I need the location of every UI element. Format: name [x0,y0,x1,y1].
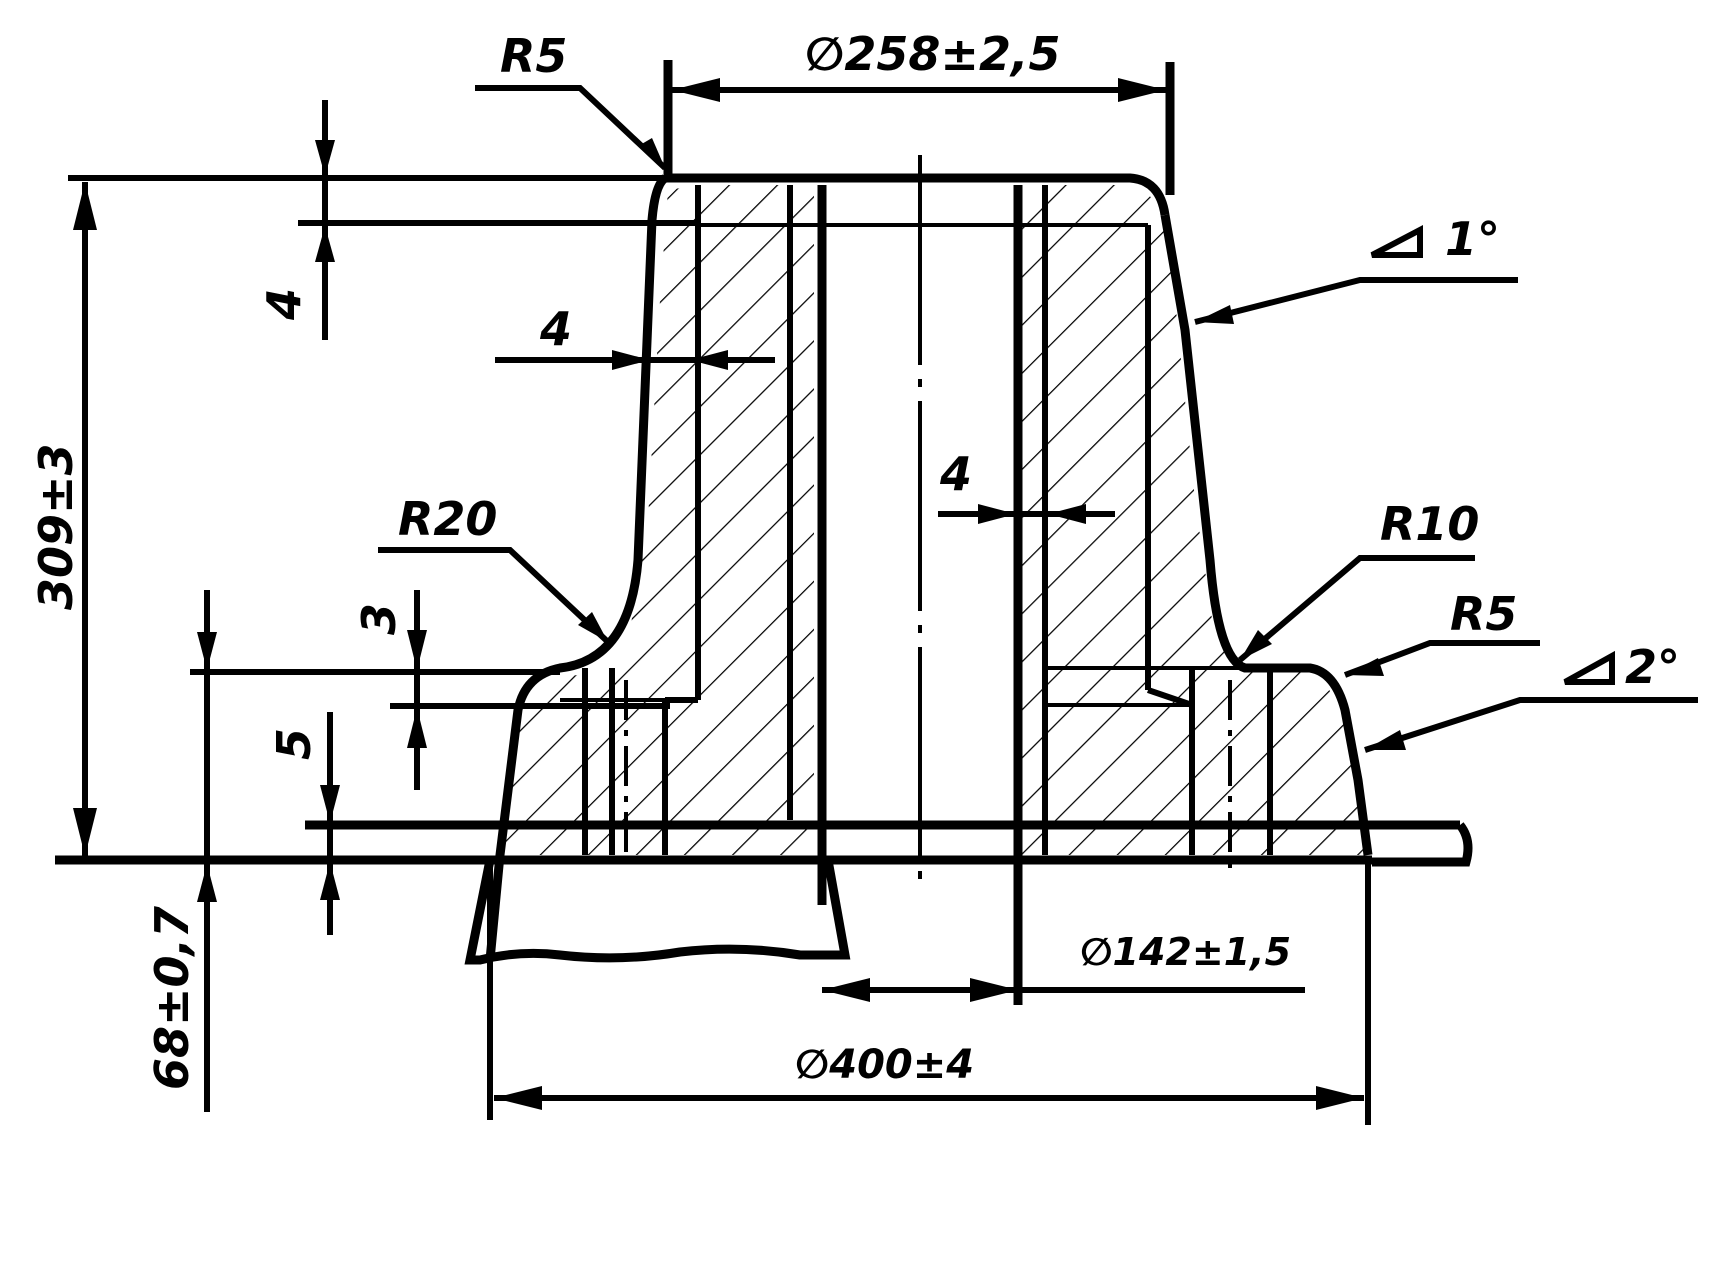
leader-r20: R20 [378,492,611,645]
allow-flange-bottom-label: 5 [267,728,321,760]
dim-dia-top-label: ∅258±2,5 [805,27,1060,81]
taper-triangle-icon [1370,225,1423,258]
dim-allow-top: 4 [257,100,335,340]
hatched-section-right [1018,185,1370,855]
dim-dia-mid-label: ∅142±1,5 [1080,930,1291,974]
dim-allow-flange-bottom: 5 [267,712,340,935]
leader-taper-flange: 2° [1364,640,1698,753]
taper-top-label: 1° [1445,212,1500,266]
height-flange-label: 68±0,7 [145,906,199,1090]
dim-dia-mid: ∅142±1,5 [822,930,1305,1002]
radius-top-left-label: R5 [500,29,567,83]
leader-r10: R10 [1238,497,1479,663]
hatched-section-left [500,185,814,855]
dim-height-flange: 68±0,7 [145,590,217,1112]
dim-dia-bottom-label: ∅400±4 [795,1042,974,1088]
height-total-label: 309±3 [29,443,83,610]
part-contour [560,185,1312,870]
allow-flange-top-label: 3 [352,603,406,635]
dim-dia-top: ∅258±2,5 [663,27,1175,195]
taper-triangle-icon-2 [1563,650,1615,685]
allow-left-wall-label: 4 [539,302,572,356]
dim-dia-bottom: ∅400±4 [487,860,1371,1125]
radius-left-label: R20 [398,492,497,546]
taper-flange-label: 2° [1625,640,1680,694]
base-lines [55,175,1473,867]
leader-taper-top: 1° [1194,212,1518,325]
radius-right-label: R10 [1380,497,1479,551]
leader-r5-top: R5 [475,29,668,171]
leader-r5-flange: R5 [1343,587,1540,678]
dim-allow-flange-top: 3 [352,590,427,790]
break-section [464,859,851,965]
dim-allow-left-wall: 4 [495,302,775,370]
dim-allow-bore: 4 [938,447,1115,524]
allow-top-label: 4 [257,288,311,321]
radius-right-flange-label: R5 [1450,587,1517,641]
allow-bore-label: 4 [939,447,972,501]
dim-height-total: 309±3 [29,182,97,856]
